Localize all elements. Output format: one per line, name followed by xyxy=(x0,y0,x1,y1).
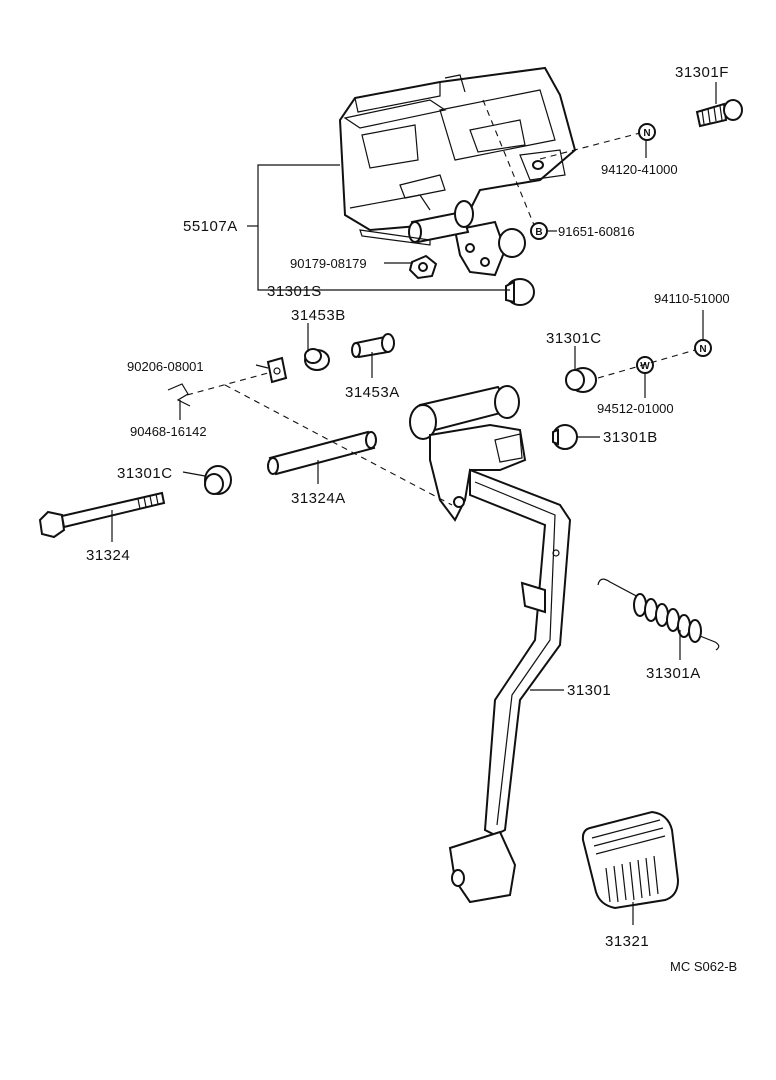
collar-31324A xyxy=(267,430,377,476)
nut-symbol-94110: N xyxy=(699,344,706,355)
pin-31453A xyxy=(351,333,395,359)
label-94110-51000: 94110-51000 xyxy=(654,291,730,306)
nut-symbol-94120: N xyxy=(643,128,650,139)
label-31324: 31324 xyxy=(86,547,130,564)
label-31301A: 31301A xyxy=(646,665,701,682)
spring-31301A xyxy=(597,578,720,651)
label-90206-08001: 90206-08001 xyxy=(127,359,204,374)
label-31301F: 31301F xyxy=(675,64,729,81)
cotter-pin-90468 xyxy=(167,383,191,407)
bolt-31301F xyxy=(695,99,743,128)
cushion-31301B xyxy=(552,424,578,450)
bushing-31453B xyxy=(304,348,330,371)
bolt-31324 xyxy=(38,491,166,539)
label-31453A: 31453A xyxy=(345,384,400,401)
bolt-symbol-b: B xyxy=(535,227,542,238)
pedal-arm-31301 xyxy=(409,385,572,904)
label-90179-08179: 90179-08179 xyxy=(290,256,367,271)
bolt-symbol-91651: B xyxy=(530,222,548,240)
nut-90179 xyxy=(408,254,438,280)
cushion-31301S xyxy=(505,278,535,306)
label-94512-01000: 94512-01000 xyxy=(597,401,674,416)
label-31324A: 31324A xyxy=(291,490,346,507)
clip-90206 xyxy=(266,356,288,384)
pedal-pad-31321 xyxy=(581,810,680,910)
bushing-31301C-top xyxy=(565,367,597,393)
label-31301C-top: 31301C xyxy=(546,330,602,347)
nut-94110: N xyxy=(694,339,712,357)
label-31301C-left: 31301C xyxy=(117,465,173,482)
label-94120-41000: 94120-41000 xyxy=(601,162,678,177)
label-91651-60816: 91651-60816 xyxy=(558,224,635,239)
nut-94120: N xyxy=(638,123,656,141)
diagram-code: MC S062-B xyxy=(670,959,737,974)
bushing-31301C-left xyxy=(204,465,232,495)
label-31453B: 31453B xyxy=(291,307,346,324)
label-31321: 31321 xyxy=(605,933,649,950)
label-31301S: 31301S xyxy=(267,283,322,300)
label-90468-16142: 90468-16142 xyxy=(130,424,207,439)
washer-symbol: W xyxy=(640,361,650,372)
label-31301: 31301 xyxy=(567,682,611,699)
label-31301B: 31301B xyxy=(603,429,658,446)
label-55107A: 55107A xyxy=(183,218,238,235)
bracket-assembly xyxy=(338,66,577,277)
